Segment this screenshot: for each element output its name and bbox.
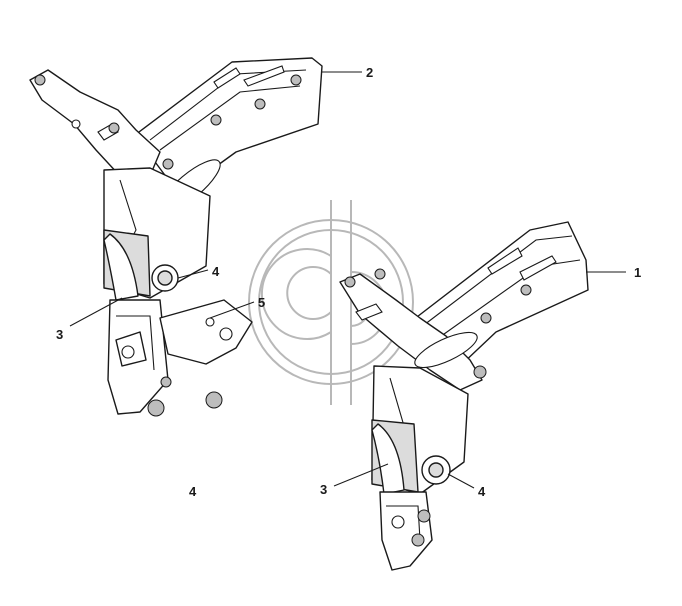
callout-1: 1 bbox=[634, 265, 641, 280]
leader-4a bbox=[177, 269, 209, 279]
callout-5: 5 bbox=[258, 295, 265, 310]
watermark-logo bbox=[248, 200, 414, 405]
right-bracket-assembly bbox=[339, 221, 589, 571]
left-bracket-assembly bbox=[29, 57, 323, 417]
leader-3a bbox=[69, 297, 123, 327]
callout-4-bottom: 4 bbox=[189, 484, 197, 499]
callout-2: 2 bbox=[366, 65, 373, 80]
leader-4c bbox=[447, 473, 475, 489]
callout-4-left: 4 bbox=[212, 264, 220, 279]
callout-3-right: 3 bbox=[320, 482, 327, 497]
callout-3-left: 3 bbox=[56, 327, 63, 342]
callout-labels: 1 2 3 4 5 4 3 4 bbox=[56, 65, 641, 499]
leader-3b bbox=[333, 463, 389, 487]
callout-4-right: 4 bbox=[478, 484, 486, 499]
leader-5 bbox=[209, 301, 255, 319]
leader-lines bbox=[69, 71, 626, 489]
